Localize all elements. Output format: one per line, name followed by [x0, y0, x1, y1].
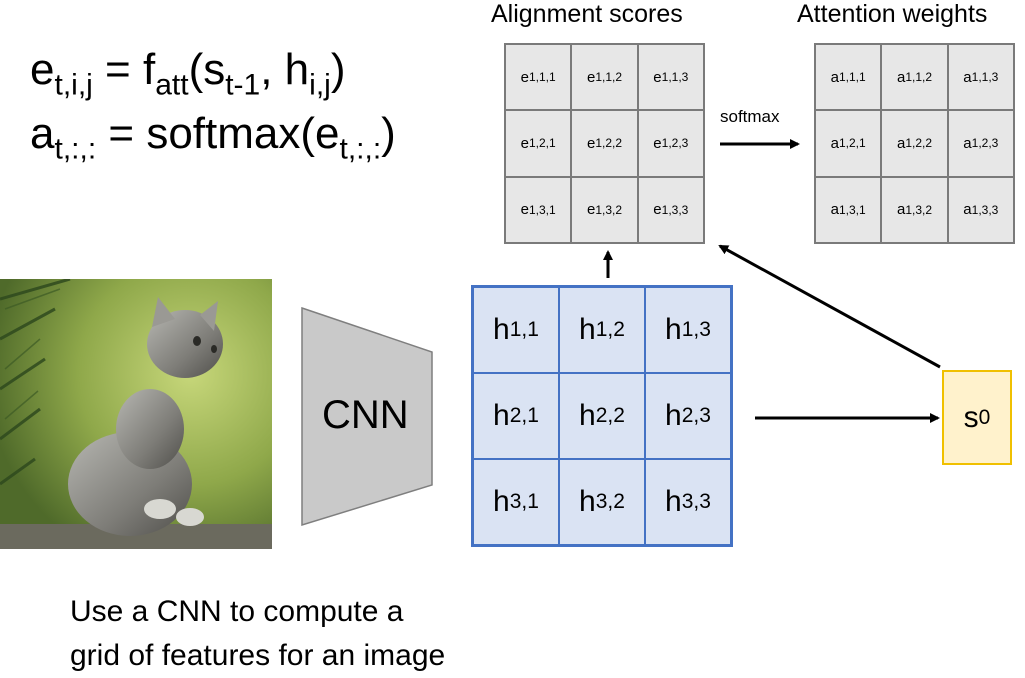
- attention-weights-title: Attention weights: [797, 0, 988, 28]
- caption-line-2: grid of features for an image: [70, 639, 446, 672]
- caption: Use a CNN to compute a grid of features …: [70, 590, 445, 678]
- cnn-label: CNN: [322, 393, 409, 437]
- alignment-scores-title: Alignment scores: [491, 0, 683, 28]
- state-to-scores-arrow: [718, 244, 941, 369]
- equation-softmax: at,:,: = softmax(et,:,:): [30, 109, 396, 166]
- cnn-trapezoid: [301, 306, 433, 527]
- kitten-image: [0, 279, 272, 549]
- caption-line-1: Use a CNN to compute a: [70, 595, 404, 628]
- equation-alignment: et,i,j = fatt(st-1, hi,j): [30, 45, 346, 102]
- softmax-label: softmax: [720, 107, 780, 126]
